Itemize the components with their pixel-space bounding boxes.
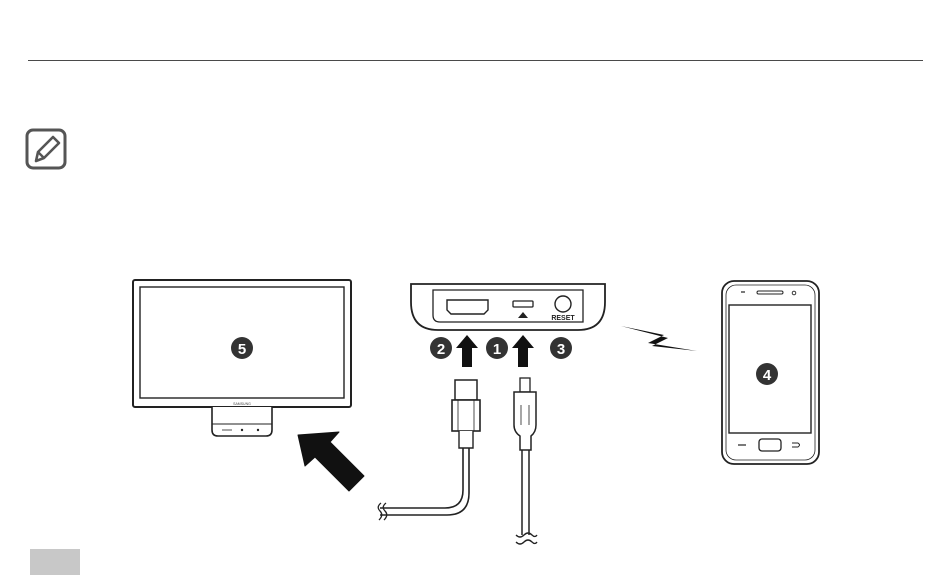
- tv-brand-label: SAMSUNG: [233, 402, 251, 406]
- svg-text:3: 3: [557, 341, 565, 358]
- svg-text:4: 4: [763, 367, 772, 384]
- step-5-badge: 5: [231, 337, 253, 359]
- page-number-tab: [30, 549, 80, 575]
- step-3-badge: 3: [550, 337, 572, 359]
- svg-text:2: 2: [437, 341, 445, 358]
- step-1-badge: 1: [486, 337, 508, 359]
- step-4-badge: 4: [756, 363, 778, 385]
- hdmi-cable-icon: [378, 380, 480, 520]
- up-arrow-icon: [512, 335, 534, 367]
- dongle-device-icon: RESET: [411, 284, 605, 330]
- reset-label: RESET: [551, 315, 575, 322]
- connect-arrow-icon: [298, 432, 364, 491]
- up-arrow-icon: [456, 335, 478, 367]
- svg-text:1: 1: [493, 341, 501, 358]
- step-2-badge: 2: [430, 337, 452, 359]
- wireless-signal-icon: [621, 326, 697, 351]
- micro-usb-cable-icon: [514, 378, 537, 544]
- svg-text:5: 5: [238, 341, 246, 358]
